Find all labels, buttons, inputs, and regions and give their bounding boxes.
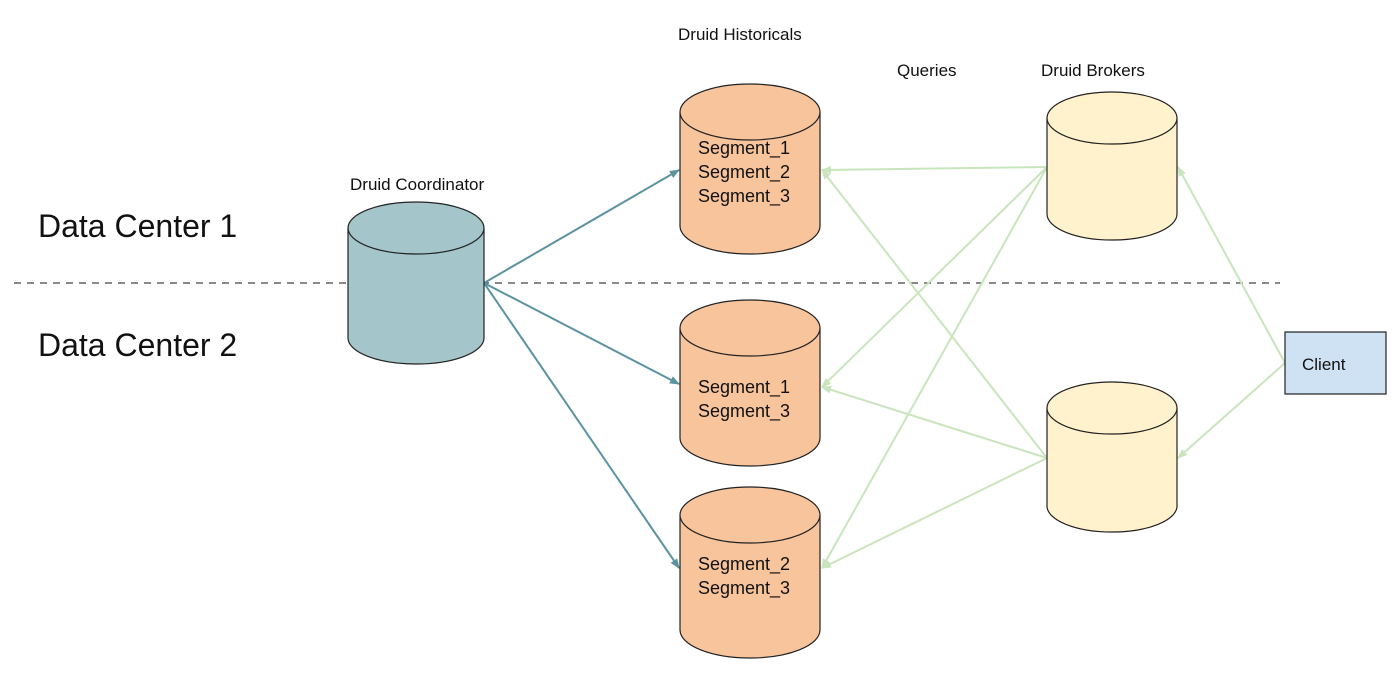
edge-coordinator-historical2 [483, 282, 680, 385]
druid-brokers-label: Druid Brokers [1041, 61, 1145, 80]
edge-client-broker1 [1177, 166, 1286, 364]
edge-coordinator-historical3 [483, 282, 680, 569]
edge-broker1-historical3 [821, 166, 1048, 569]
broker-node-1 [1046, 91, 1178, 241]
edge-client-broker2 [1177, 362, 1286, 459]
edge-broker2-historical1 [821, 169, 1048, 459]
historical-1-segment-2: Segment_2 [698, 162, 790, 183]
client-node [1284, 331, 1387, 395]
edge-broker2-historical3 [821, 457, 1048, 569]
historical-3-segment-2: Segment_3 [698, 578, 790, 599]
druid-coordinator-label: Druid Coordinator [350, 175, 485, 194]
data-center-1-label: Data Center 1 [38, 208, 237, 244]
historical-node-3 [679, 486, 821, 659]
edge-broker1-historical2 [821, 166, 1048, 388]
edge-coordinator-historical1 [483, 169, 680, 284]
historical-3-segment-1: Segment_2 [698, 554, 790, 575]
edge-broker2-historical2 [821, 385, 1048, 459]
historical-node-2 [679, 299, 821, 467]
historical-node-1 [679, 83, 821, 255]
client-label: Client [1302, 355, 1346, 374]
coordinator-edges [483, 169, 680, 569]
queries-label: Queries [897, 61, 957, 80]
coordinator-node [347, 201, 485, 365]
druid-historicals-label: Druid Historicals [678, 25, 802, 44]
broker-node-2 [1046, 381, 1178, 533]
historical-1-segment-1: Segment_1 [698, 138, 790, 159]
historical-2-segment-2: Segment_3 [698, 401, 790, 422]
query-edges [821, 165, 1286, 569]
data-center-2-label: Data Center 2 [38, 327, 237, 363]
edge-broker1-historical1 [821, 165, 1048, 174]
historical-2-segment-1: Segment_1 [698, 377, 790, 398]
historical-1-segment-3: Segment_3 [698, 186, 790, 207]
